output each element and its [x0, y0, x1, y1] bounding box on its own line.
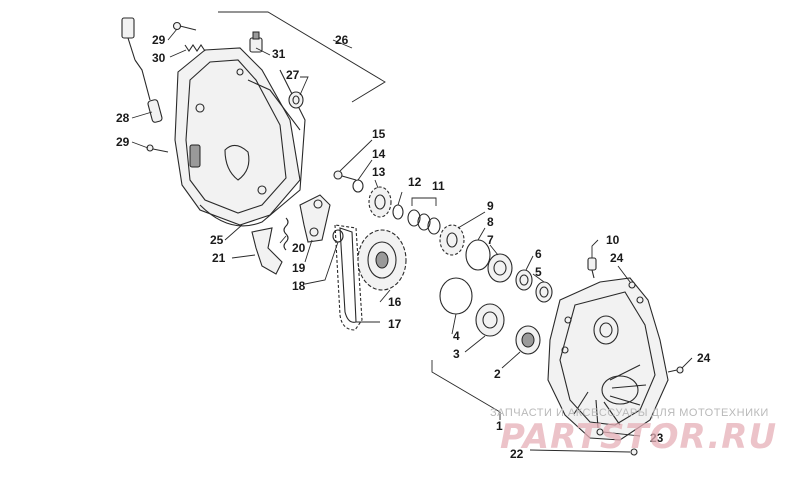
callout-12: 12 — [408, 175, 422, 189]
callout-30: 30 — [152, 51, 166, 65]
spring-20 — [283, 217, 289, 251]
callout-29-side: 29 — [116, 135, 130, 149]
screw-22 — [630, 448, 638, 456]
watermark-tagline: ЗАПЧАСТИ И АКСЕССУАРЫ ДЛЯ МОТОТЕХНИКИ — [490, 407, 769, 419]
screw-24-right — [667, 366, 684, 374]
shims-11 — [407, 209, 441, 235]
ring-12 — [392, 204, 404, 220]
callout-28: 28 — [116, 111, 130, 125]
callout-24-right: 24 — [697, 351, 711, 365]
plug-31 — [249, 31, 263, 53]
callout-8: 8 — [487, 215, 494, 229]
gear-9 — [439, 224, 465, 256]
callout-15: 15 — [372, 127, 386, 141]
callout-29-top: 29 — [152, 33, 166, 47]
fitting-10 — [587, 257, 597, 279]
callout-14: 14 — [372, 147, 386, 161]
callout-11: 11 — [432, 179, 445, 193]
outer-cover — [174, 47, 301, 226]
callout-4: 4 — [453, 329, 460, 343]
cap-screw-top — [172, 21, 197, 31]
callout-17: 17 — [388, 317, 402, 331]
sprocket-13 — [368, 186, 392, 218]
callout-24-top: 24 — [610, 251, 624, 265]
callout-22: 22 — [510, 447, 524, 461]
washer-14 — [352, 179, 364, 193]
washer-18 — [332, 229, 344, 243]
callout-21: 21 — [212, 251, 226, 265]
o-ring-4 — [439, 277, 473, 315]
cap-screw-side — [146, 144, 169, 153]
tensioner-19 — [299, 194, 331, 243]
callout-10: 10 — [606, 233, 620, 247]
callout-labels: 1 2 3 4 5 6 7 8 9 10 11 12 13 14 15 16 1… — [116, 33, 711, 461]
spring-30 — [184, 44, 206, 52]
callout-2: 2 — [494, 367, 501, 381]
callout-31: 31 — [272, 47, 286, 61]
seal-5 — [535, 281, 553, 303]
screw-24-top — [628, 281, 636, 289]
gear-case-housing — [547, 277, 669, 441]
callout-9: 9 — [487, 199, 494, 213]
callout-23: 23 — [650, 431, 664, 445]
callout-7: 7 — [487, 233, 494, 247]
sprocket-large — [357, 229, 407, 291]
callout-27: 27 — [286, 68, 300, 82]
callout-25: 25 — [210, 233, 224, 247]
callout-1: 1 — [496, 419, 503, 433]
seal-2 — [515, 325, 541, 355]
callout-16: 16 — [388, 295, 402, 309]
seal-27 — [288, 91, 304, 109]
bearing-6 — [515, 269, 533, 291]
callout-20: 20 — [292, 241, 306, 255]
bolt-15 — [333, 170, 357, 181]
callout-6: 6 — [535, 247, 542, 261]
drive-chain — [334, 224, 363, 331]
bearing-7 — [487, 253, 513, 283]
bracket-21 — [251, 227, 283, 275]
callout-18: 18 — [292, 279, 306, 293]
callout-26: 26 — [335, 33, 349, 47]
leader-lines — [131, 11, 693, 453]
watermark-site: PARTSTOR.RU — [500, 417, 777, 457]
callout-5: 5 — [535, 265, 542, 279]
callout-3: 3 — [453, 347, 460, 361]
callout-19: 19 — [292, 261, 306, 275]
callout-13: 13 — [372, 165, 386, 179]
watermark: ЗАПЧАСТИ И АКСЕССУАРЫ ДЛЯ МОТОТЕХНИКИ PA… — [490, 407, 777, 457]
bearing-3 — [475, 303, 505, 337]
